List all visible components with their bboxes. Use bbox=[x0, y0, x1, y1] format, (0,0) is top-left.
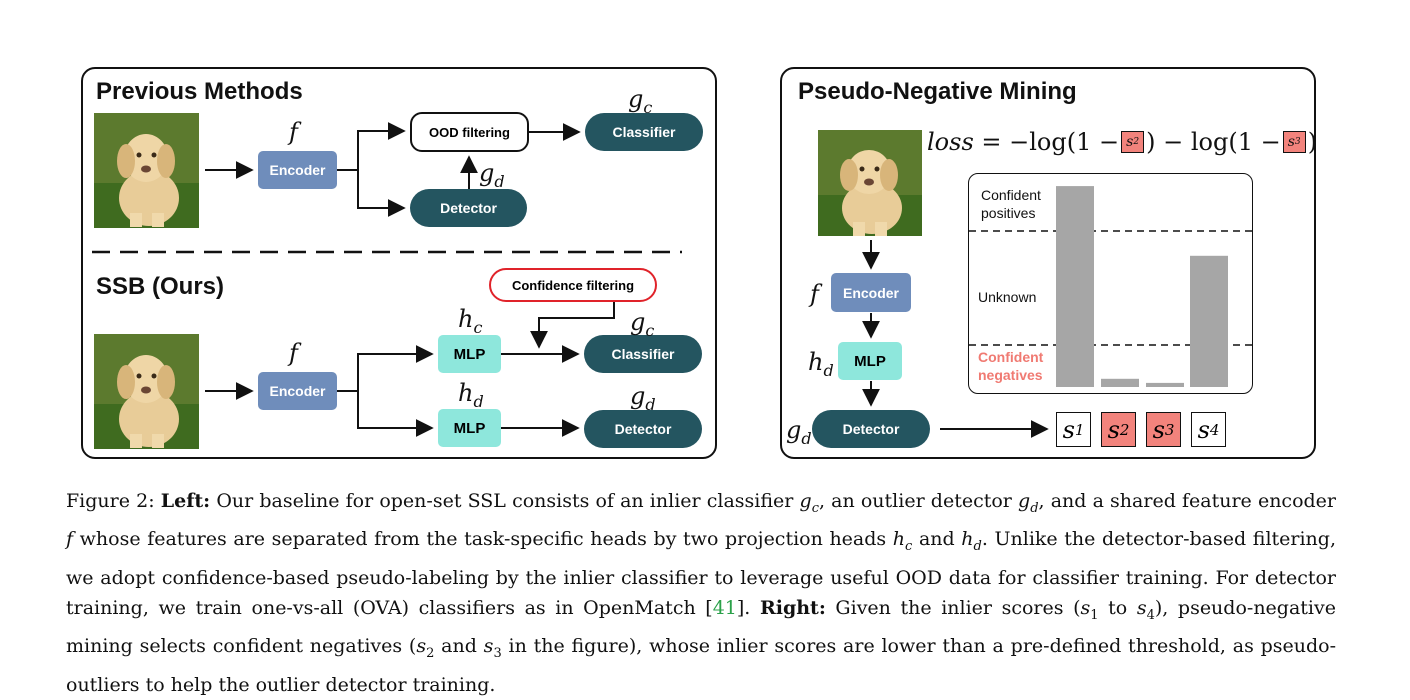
ood-filtering-box: OOD filtering bbox=[410, 112, 529, 152]
confidence-filtering-box: Confidence filtering bbox=[489, 268, 657, 302]
dog-image-right bbox=[818, 130, 922, 236]
score-bars bbox=[1056, 186, 1228, 387]
previous-methods-title: Previous Methods bbox=[96, 78, 303, 105]
f-symbol-previous: f bbox=[289, 118, 298, 146]
ssb-title: SSB (Ours) bbox=[96, 273, 225, 300]
arrow-to-ood-filtering bbox=[357, 122, 406, 208]
dog-image-previous bbox=[94, 113, 199, 228]
score-bar-s3 bbox=[1146, 382, 1184, 387]
classifier-box-previous: Classifier bbox=[585, 113, 703, 151]
detector-box-previous: Detector bbox=[410, 189, 527, 227]
mlp-box-hc: MLP bbox=[438, 335, 501, 373]
detector-box-ssb: Detector bbox=[584, 410, 702, 448]
mlp-box-hd: MLP bbox=[438, 409, 501, 447]
dog-image-ssb bbox=[94, 334, 199, 449]
encoder-box-ssb: Encoder bbox=[258, 372, 337, 410]
f-symbol-right: f bbox=[810, 280, 819, 308]
gc-symbol-previous: gc bbox=[628, 85, 653, 117]
encoder-box-previous: Encoder bbox=[258, 151, 337, 189]
gd-symbol-ssb: gd bbox=[630, 382, 656, 414]
mlp-box-right: MLP bbox=[838, 342, 902, 380]
hc-symbol: hc bbox=[458, 305, 483, 337]
score-bar-s1 bbox=[1056, 186, 1094, 387]
classifier-box-ssb: Classifier bbox=[584, 335, 702, 373]
detector-box-right: Detector bbox=[812, 410, 930, 448]
arrow-to-mlp-hc bbox=[357, 345, 434, 428]
arrow-to-detector-previous bbox=[357, 170, 406, 217]
zone-unknown: Unknown bbox=[978, 289, 1037, 305]
gc-symbol-ssb: gc bbox=[630, 308, 655, 340]
gd-symbol-right: gd bbox=[786, 416, 812, 448]
pseudo-negative-mining-title: Pseudo-Negative Mining bbox=[798, 78, 1077, 105]
score-bar-s2 bbox=[1101, 378, 1139, 387]
f-symbol-ssb: f bbox=[289, 339, 298, 367]
arrow-to-mlp-hd bbox=[357, 391, 434, 437]
encoder-box-right: Encoder bbox=[831, 273, 911, 312]
arrow-confidence-filtering bbox=[530, 302, 615, 349]
score-bar-s4 bbox=[1190, 255, 1228, 387]
hd-symbol-right: hd bbox=[808, 348, 834, 380]
figure-caption: Figure 2: Left: Our baseline for open-se… bbox=[66, 490, 1337, 696]
gd-symbol-previous: gd bbox=[479, 159, 505, 191]
hd-symbol: hd bbox=[458, 379, 484, 411]
citation-link[interactable]: 41 bbox=[712, 597, 737, 620]
